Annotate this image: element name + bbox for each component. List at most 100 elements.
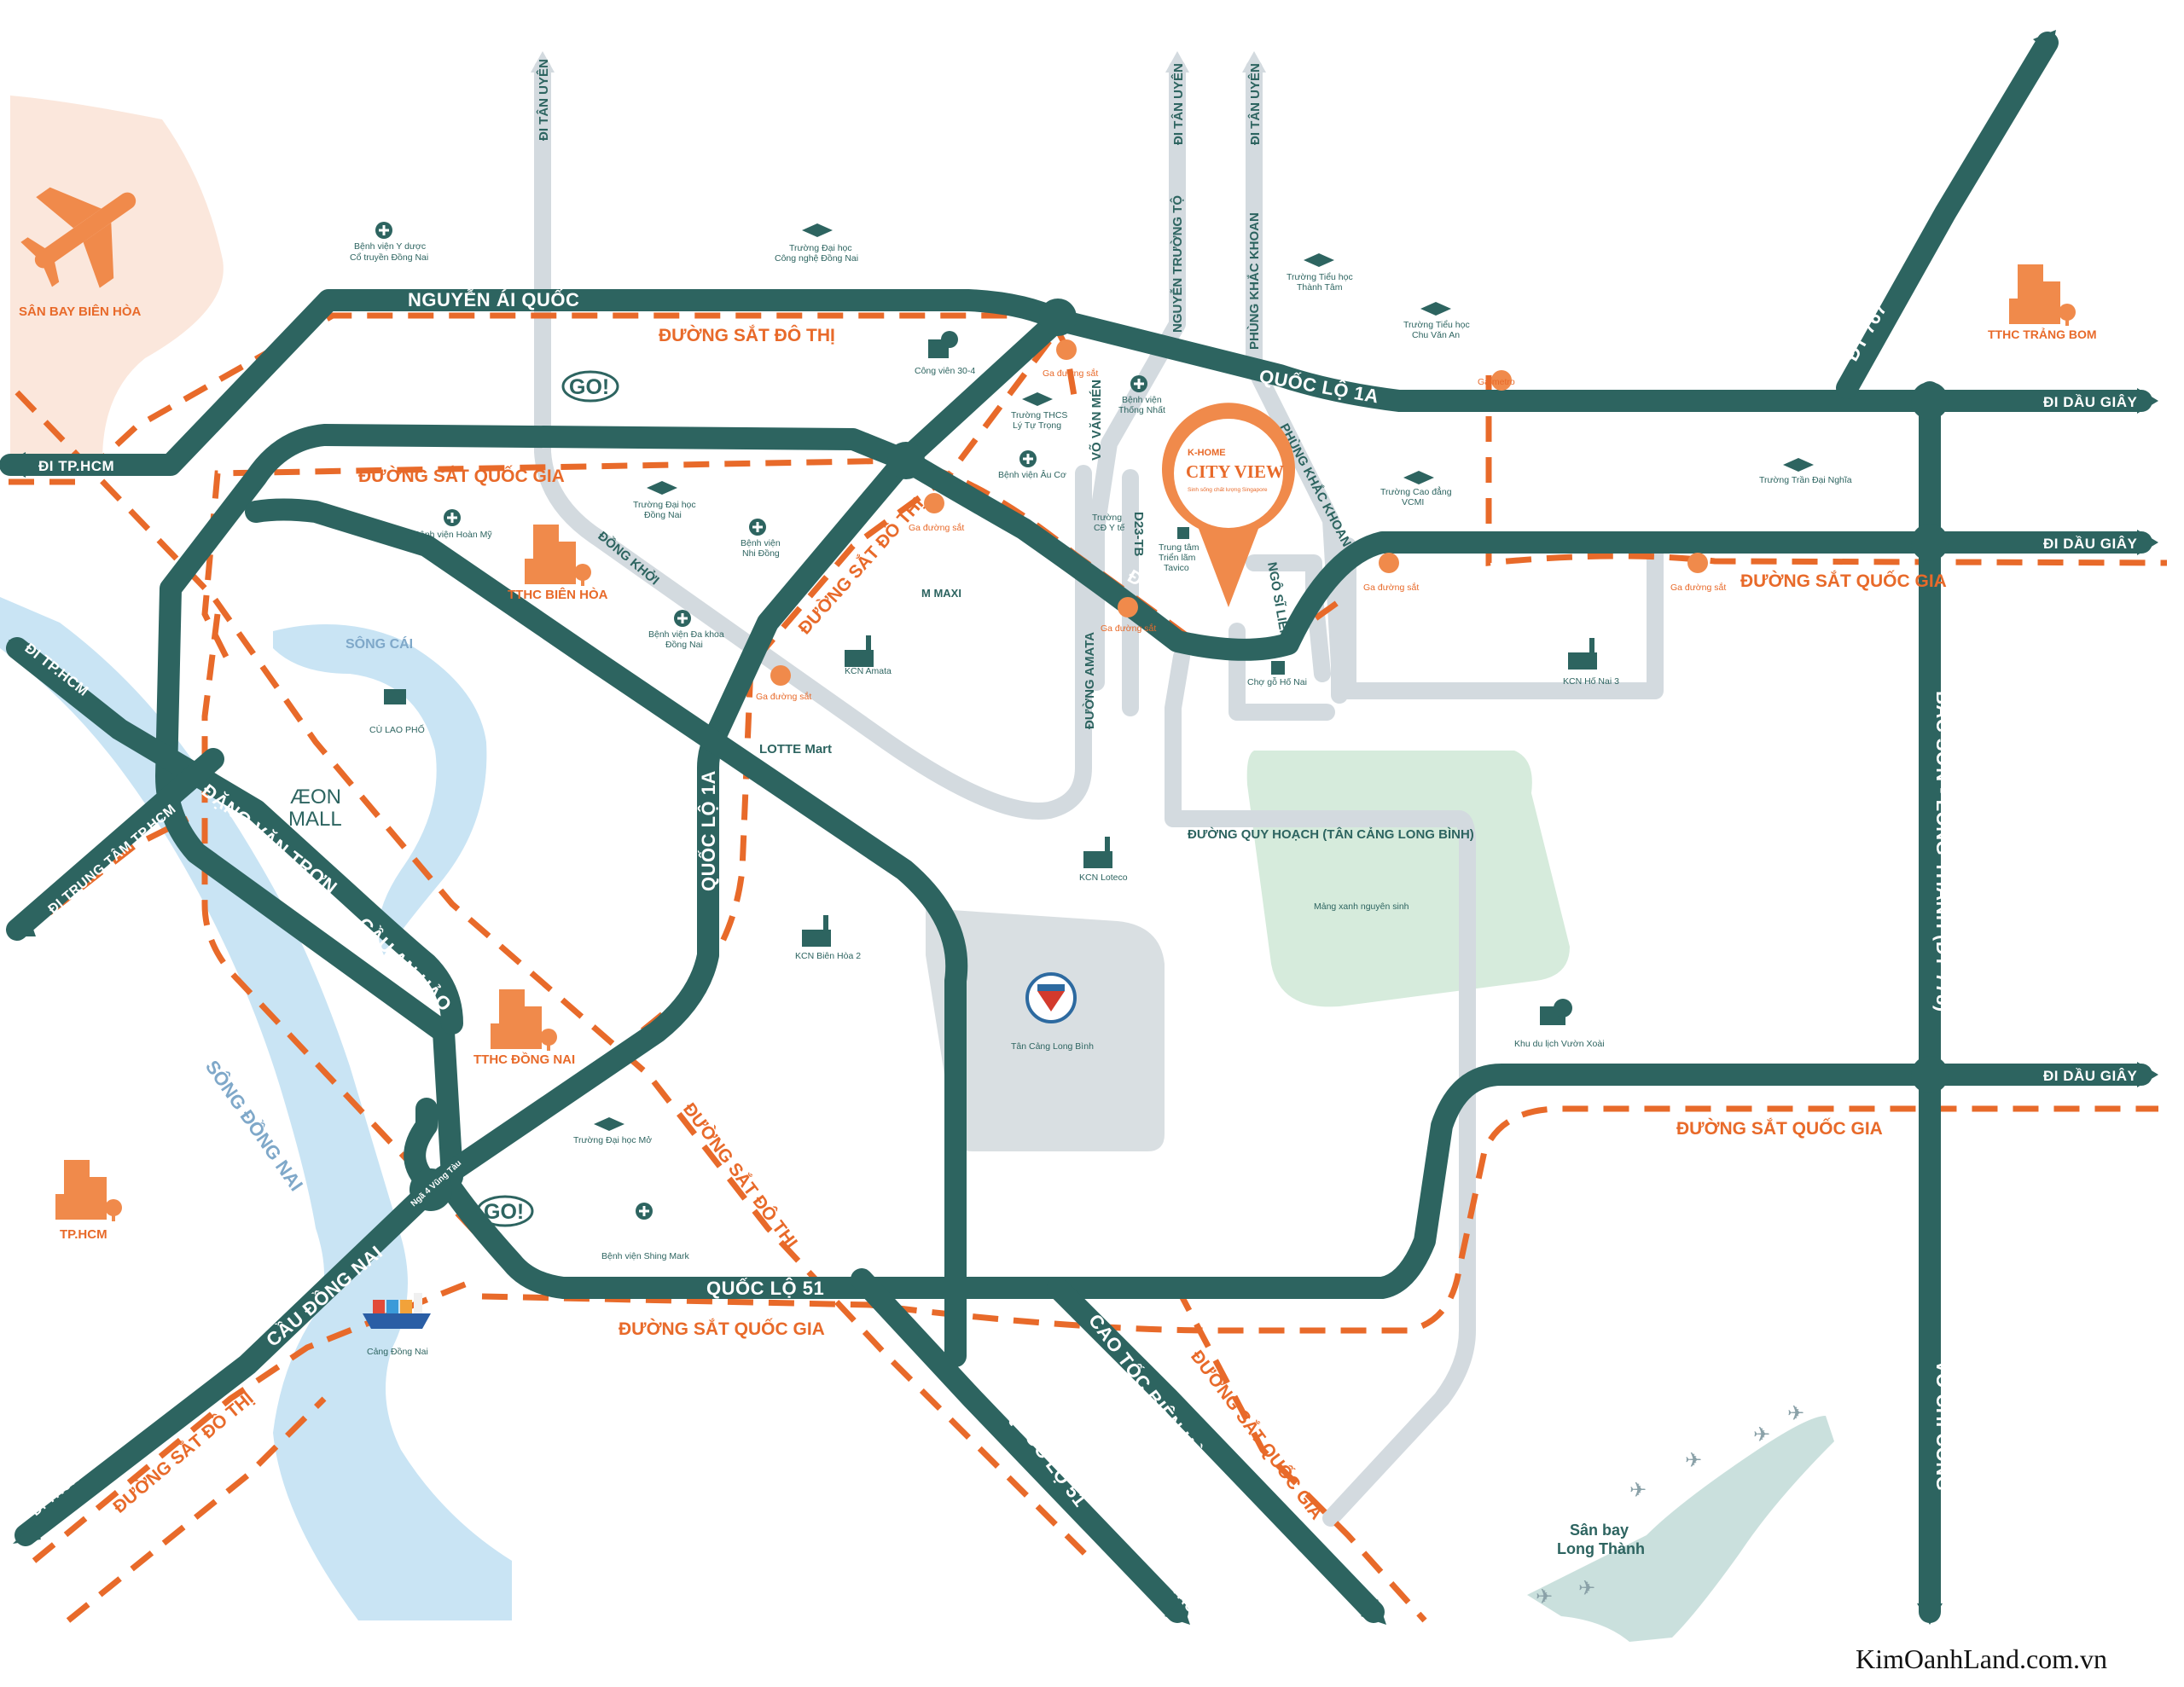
- label-bv-nhi-1: Bệnh viện: [741, 538, 781, 548]
- arrow-dau-giay-1: [2137, 388, 2158, 414]
- label-rail-1: ĐƯỜNG SẮT ĐÔ THỊ: [659, 325, 835, 345]
- plane-icons-long-thanh: ✈ ✈ ✈ ✈ ✈ ✈: [1536, 1402, 1804, 1609]
- label-vo-van-men: VÕ VĂN MÉN: [1089, 380, 1104, 461]
- road-ngoai-vong: [155, 424, 917, 1200]
- pin-inner-circle: [1174, 419, 1283, 528]
- arrow-tan-uyen-2: [1165, 51, 1189, 72]
- label-ga-duong-sat-4: Ga đường sắt: [1670, 582, 1726, 593]
- junction-3: [1911, 382, 1949, 420]
- svg-text:✈: ✈: [1787, 1402, 1804, 1425]
- label-ga-duong-sat-5: Ga đường sắt: [1101, 623, 1156, 634]
- svg-text:✈: ✈: [1629, 1479, 1647, 1502]
- label-ga-duong-sat-3: Ga đường sắt: [1363, 582, 1419, 593]
- san-bay-bien-hoa-area: [10, 96, 224, 465]
- label-rail-7: ĐƯỜNG SẮT QUỐC GIA: [619, 1319, 825, 1339]
- ship-icon: [363, 1293, 431, 1329]
- label-d23-tb: D23-TB: [1131, 512, 1146, 557]
- road-dieu-xien: [895, 449, 2152, 661]
- label-cho-go: Chợ gỗ Hố Nai: [1247, 676, 1307, 687]
- label-bv-thong-nhat-1: Bệnh viện: [1122, 395, 1162, 405]
- lotte-logo: LOTTE Mart: [759, 742, 832, 757]
- label-bv-shing-mark: Bệnh viện Shing Mark: [601, 1251, 689, 1261]
- label-th-cn-2: Công nghệ Đồng Nai: [775, 253, 858, 264]
- label-bv-dakhoa-1: Bệnh viện Đa khoa: [648, 629, 724, 640]
- project-location-pin[interactable]: K-HOME CITY VIEW Sinh sống chất lượng Si…: [1162, 403, 1296, 607]
- label-phung-khac-khoan-top: PHÙNG KHẮC KHOAN: [1246, 212, 1262, 350]
- label-duong-amata: ĐƯỜNG AMATA: [1082, 632, 1097, 729]
- arrow-nw: [9, 640, 32, 664]
- junction-1: [1039, 299, 1077, 336]
- label-ngo-si-lien: NGÔ SĨ LIÊN: [1264, 561, 1293, 641]
- label-cu-lao-pho: CÙ LAO PHỐ: [369, 723, 425, 735]
- svg-text:✈: ✈: [1685, 1449, 1702, 1472]
- road-ql1a-vertical: [15, 309, 1069, 1546]
- label-th-thanh-tam-2: Thành Tâm: [1297, 282, 1343, 293]
- label-nguyen-ai-quoc: NGUYỄN ÁI QUỐC: [408, 288, 579, 310]
- arrowheads: [4, 30, 2158, 1625]
- label-di-tphcm-top: ĐI TP.HCM: [38, 458, 114, 474]
- building-icon-bien-hoa: [525, 525, 591, 586]
- label-kcn-bien-hoa: KCN Biên Hòa 2: [795, 951, 861, 961]
- arrow-dau-giay-3: [2137, 1062, 2158, 1087]
- label-tthc-trang-bom: TTHC TRẢNG BOM: [1988, 328, 2097, 341]
- label-khu-du-lich: Khu du lịch Vườn Xoài: [1514, 1039, 1605, 1049]
- arrow-sw: [13, 1522, 41, 1544]
- label-bv-dakhoa-2: Đồng Nai: [665, 640, 703, 650]
- building-icon-dong-nai: [491, 989, 557, 1051]
- label-cang-dong-nai: Cảng Đồng Nai: [367, 1347, 428, 1357]
- label-di-tan-uyen-1: ĐI TÂN UYÊN: [536, 59, 551, 141]
- go-logo-2: GO!: [484, 1200, 524, 1224]
- label-rail-4: ĐƯỜNG SẮT QUỐC GIA: [1740, 571, 1947, 591]
- label-tan-cang: Tân Cảng Long Bình: [1011, 1041, 1094, 1052]
- label-bv-nhi-2: Nhi Đồng: [742, 548, 780, 559]
- label-tt-trien-lam-2: Triển lãm: [1159, 553, 1196, 563]
- park-icon: [384, 331, 1572, 1025]
- tan-cang-emblem-icon: [1025, 972, 1077, 1023]
- arrow-tan-uyen-1: [531, 51, 555, 72]
- tan-cang-area: [926, 908, 1165, 1151]
- label-ga-duong-sat-2: Ga đường sắt: [909, 522, 964, 533]
- label-san-bay-bien-hoa: SÂN BAY BIÊN HÒA: [19, 304, 142, 319]
- river-cai: [273, 624, 487, 955]
- poi-icons: [363, 222, 1814, 1329]
- svg-text:✈: ✈: [1536, 1586, 1553, 1609]
- label-di-tan-uyen-3: ĐI TÂN UYÊN: [1247, 63, 1263, 145]
- road-ql51-diag: [851, 1268, 1188, 1623]
- road-ho-nai: [1339, 537, 1664, 699]
- junction-2: [887, 442, 925, 479]
- label-th-chu-van-an-2: Chu Văn An: [1412, 330, 1460, 340]
- arrow-vung-tau-1: [1165, 1599, 1190, 1625]
- label-tt-trien-lam-1: Trung tâm: [1159, 542, 1199, 553]
- road-di-tan-uyen-1: [534, 60, 1092, 820]
- area-labels: SÂN BAY BIÊN HÒA TTHC BIÊN HÒA TTHC ĐỒNG…: [19, 187, 2097, 1609]
- label-thcs-1: Trường THCS: [1011, 410, 1067, 420]
- station-pin-icon: [770, 339, 1708, 686]
- logo-name: CITY VIEW: [1186, 461, 1284, 482]
- label-bv-hoan-my: Bệnh viện Hoàn Mỹ: [414, 530, 492, 540]
- label-dh-mo: Trường Đại học Mở: [573, 1135, 652, 1145]
- junction-4: [1911, 524, 1949, 561]
- label-th-dong-nai-1: Trường Đại học: [633, 500, 696, 510]
- poi-labels: Bệnh viện Y dược Cổ truyền Đồng Nai Trườ…: [350, 241, 1852, 1357]
- label-di-dau-giay-3: ĐI DẦU GIÂY: [2043, 1068, 2138, 1084]
- hospital-cross-icon: [379, 225, 1144, 1216]
- label-cong-vien: Công viên 30-4: [915, 366, 975, 376]
- road-ql51: [433, 1064, 2152, 1299]
- label-kcn-ho-nai: KCN Hố Nai 3: [1563, 676, 1619, 687]
- label-bac-son: BẮC SƠN - LONG THÀNH (ĐT 778): [1932, 691, 1954, 1012]
- label-ga-duong-sat-1: Ga đường sắt: [1043, 368, 1098, 379]
- arrow-tan-uyen-3: [1242, 51, 1266, 72]
- arrow-tphcm-top: [4, 452, 26, 478]
- san-bay-long-thanh-area: [1527, 1416, 1834, 1642]
- arrow-bac-son-south: [1917, 1603, 1943, 1625]
- label-th-cn-1: Trường Đại học: [789, 243, 852, 253]
- road-trung-tam-hcm: [6, 748, 224, 941]
- label-ga-metro: Ga metro: [1478, 377, 1515, 387]
- label-tthc-dong-nai: TTHC ĐỒNG NAI: [473, 1052, 575, 1067]
- road-ngo-si-lien: [1246, 554, 1331, 682]
- label-mang-xanh: Mảng xanh nguyên sinh: [1314, 901, 1409, 912]
- label-di-dau-giay-1: ĐI DẦU GIÂY: [2043, 394, 2138, 410]
- label-thcs-2: Lý Tự Trọng: [1013, 420, 1061, 431]
- building-icon-trang-bom: [2009, 264, 2076, 326]
- logo-brand: K-HOME: [1188, 448, 1226, 458]
